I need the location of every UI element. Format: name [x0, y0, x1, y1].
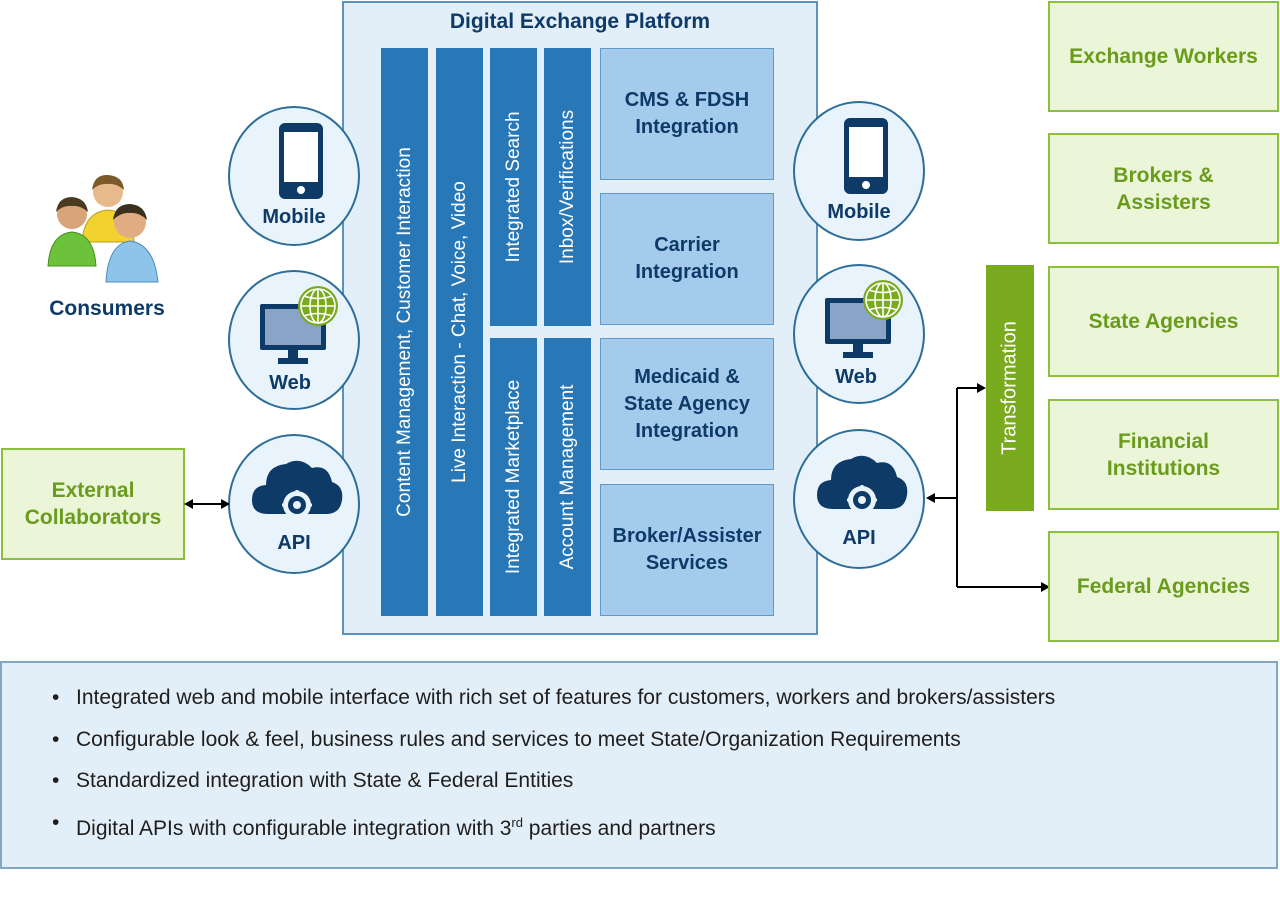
service-label: CMS & FDSH Integration	[624, 89, 750, 138]
service-cms-fdsh: CMS & FDSH Integration	[600, 48, 774, 180]
consumers-label: Consumers	[49, 297, 165, 320]
bar-integrated-search: Integrated Search	[490, 48, 537, 326]
service-carrier: Carrier Integration	[600, 193, 774, 325]
consumers-icon	[47, 174, 159, 283]
service-label: Broker/Assister Services	[612, 525, 762, 574]
feature-item: Standardized integration with State & Fe…	[52, 760, 1276, 802]
entity-federal-agencies: Federal Agencies	[1048, 531, 1279, 642]
bar-label: Live Interaction - Chat, Voice, Video	[448, 181, 470, 483]
entity-label: Federal Agencies	[1076, 575, 1251, 598]
channel-label: Mobile	[827, 201, 891, 223]
right-connector-arrows	[926, 383, 1050, 592]
bar-content-management: Content Management, Customer Interaction	[381, 48, 428, 616]
feature-item: Configurable look & feel, business rules…	[52, 719, 1276, 761]
bar-label: Account Management	[556, 384, 578, 570]
bar-inbox-verifications: Inbox/Verifications	[544, 48, 591, 326]
bar-integrated-marketplace: Integrated Marketplace	[490, 338, 537, 616]
bar-label: Integrated Search	[502, 111, 524, 263]
channel-label: API	[277, 532, 311, 554]
service-medicaid: Medicaid & State Agency Integration	[600, 338, 774, 470]
web-monitor-icon	[825, 280, 903, 358]
channel-label: Web	[269, 372, 311, 394]
entity-label: Exchange Workers	[1069, 45, 1258, 68]
feature-bullets-panel: Integrated web and mobile interface with…	[0, 661, 1278, 869]
transformation-label: Transformation	[998, 321, 1021, 455]
feature-item-superscript: rd	[511, 814, 523, 830]
entity-state-agencies: State Agencies	[1048, 266, 1279, 377]
entity-label: Brokers & Assisters	[1113, 163, 1214, 214]
right-web-channel: Web	[793, 264, 925, 404]
feature-item: Digital APIs with configurable integrati…	[52, 802, 1276, 850]
bar-label: Inbox/Verifications	[556, 109, 578, 265]
mobile-icon	[279, 123, 323, 199]
right-api-channel: API	[793, 429, 925, 569]
channel-label: Web	[835, 366, 877, 388]
external-collaborators-label: External Collaborators	[24, 479, 162, 529]
feature-item-text: parties and partners	[522, 816, 716, 840]
platform-title: Digital Exchange Platform	[449, 10, 711, 33]
cloud-gear-icon	[817, 455, 908, 515]
right-mobile-channel: Mobile	[793, 101, 925, 241]
bar-live-interaction: Live Interaction - Chat, Voice, Video	[436, 48, 483, 616]
bar-account-management: Account Management	[544, 338, 591, 616]
cloud-gear-icon	[252, 460, 343, 520]
left-double-arrow	[184, 499, 230, 509]
entity-label: Financial Institutions	[1106, 429, 1221, 480]
entity-exchange-workers: Exchange Workers	[1048, 1, 1279, 112]
external-collaborators-box: External Collaborators	[1, 448, 185, 560]
service-broker-assister: Broker/Assister Services	[600, 484, 774, 616]
left-web-channel: Web	[228, 270, 360, 410]
bar-label: Content Management, Customer Interaction	[393, 147, 415, 517]
entity-brokers-assisters: Brokers & Assisters	[1048, 133, 1279, 244]
entity-label: State Agencies	[1088, 310, 1239, 333]
bar-label: Integrated Marketplace	[502, 379, 524, 575]
feature-item: Integrated web and mobile interface with…	[52, 677, 1276, 719]
left-mobile-channel: Mobile	[228, 106, 360, 246]
service-label: Medicaid & State Agency Integration	[624, 365, 750, 442]
feature-list: Integrated web and mobile interface with…	[2, 663, 1276, 849]
left-api-channel: API	[228, 434, 360, 574]
web-monitor-icon	[260, 286, 338, 364]
channel-label: Mobile	[262, 206, 326, 228]
channel-label: API	[842, 527, 876, 549]
mobile-icon	[844, 118, 888, 194]
service-label: Carrier Integration	[635, 234, 739, 283]
transformation-bar: Transformation	[986, 265, 1034, 511]
feature-item-text: Digital APIs with configurable integrati…	[76, 816, 512, 840]
entity-financial-institutions: Financial Institutions	[1048, 399, 1279, 510]
